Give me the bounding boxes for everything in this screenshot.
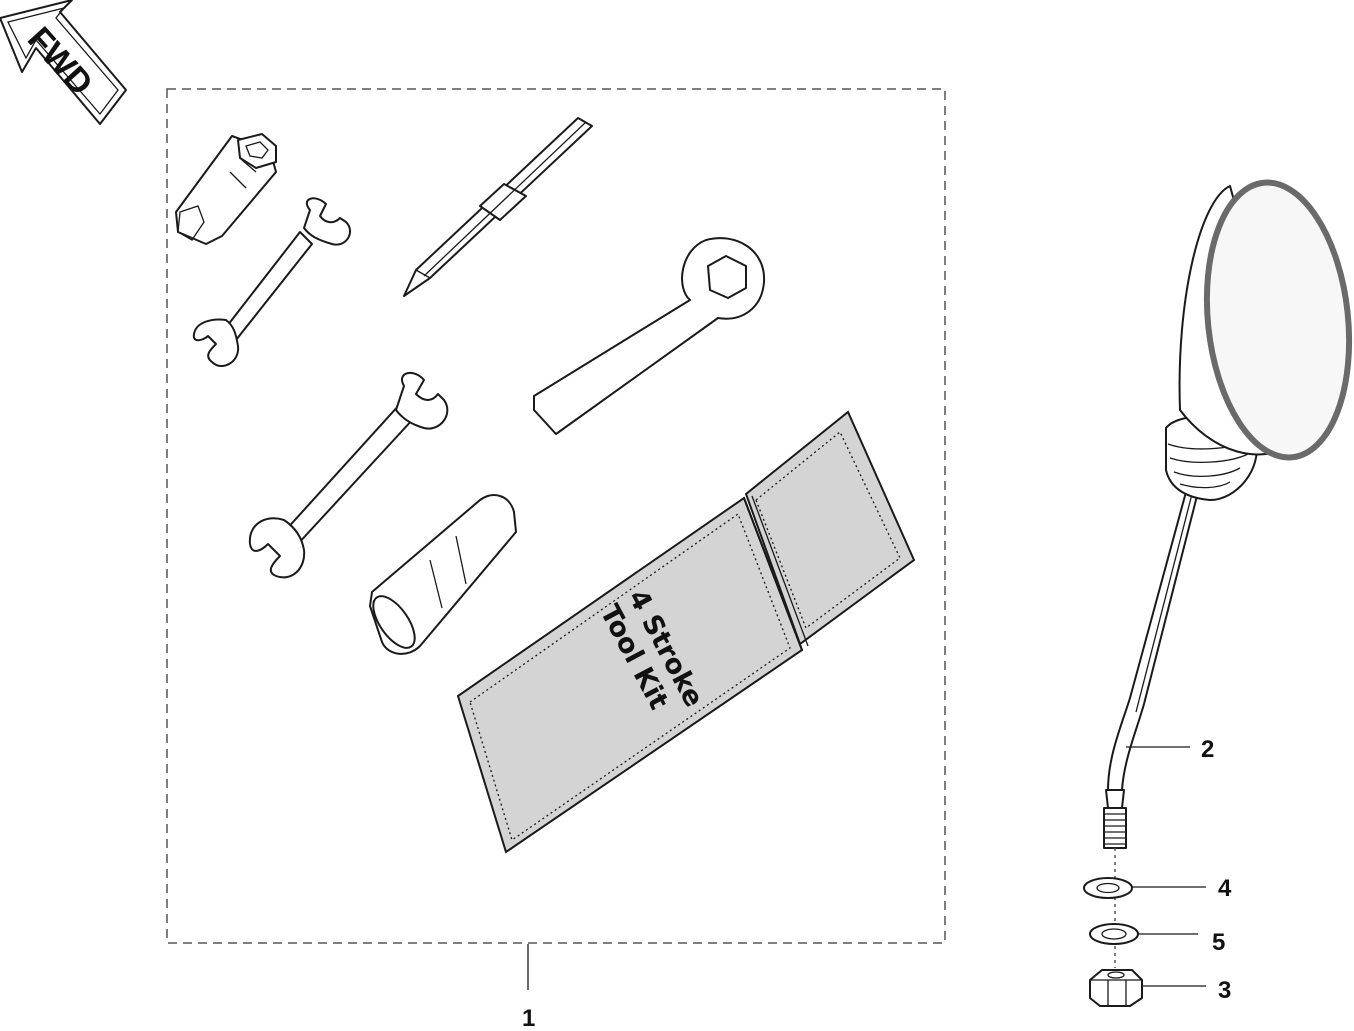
mirror-glass xyxy=(1203,179,1353,461)
callout-1: 1 xyxy=(522,1005,535,1031)
fwd-arrow-icon: FWD xyxy=(0,0,127,125)
thread-lines xyxy=(1104,813,1126,845)
callout-3: 3 xyxy=(1218,977,1231,1004)
ring-spanner xyxy=(533,237,766,435)
screwdriver xyxy=(403,117,593,297)
callout-2: 2 xyxy=(1201,736,1214,763)
washer-4 xyxy=(1083,877,1133,899)
hex-socket-tool xyxy=(175,133,277,245)
tool-kit-boundary xyxy=(166,88,946,944)
callout-4: 4 xyxy=(1218,875,1232,902)
small-spanner xyxy=(192,197,351,367)
mirror-assembly xyxy=(1103,179,1353,849)
hex-nut-3 xyxy=(1089,969,1143,1007)
callout-5: 5 xyxy=(1212,929,1225,956)
washer-5 xyxy=(1089,923,1139,945)
tool-kit-pouch: 4 Stroke Tool Kit xyxy=(456,410,916,854)
plug-spanner-tube xyxy=(369,494,517,655)
large-spanner xyxy=(248,371,449,579)
